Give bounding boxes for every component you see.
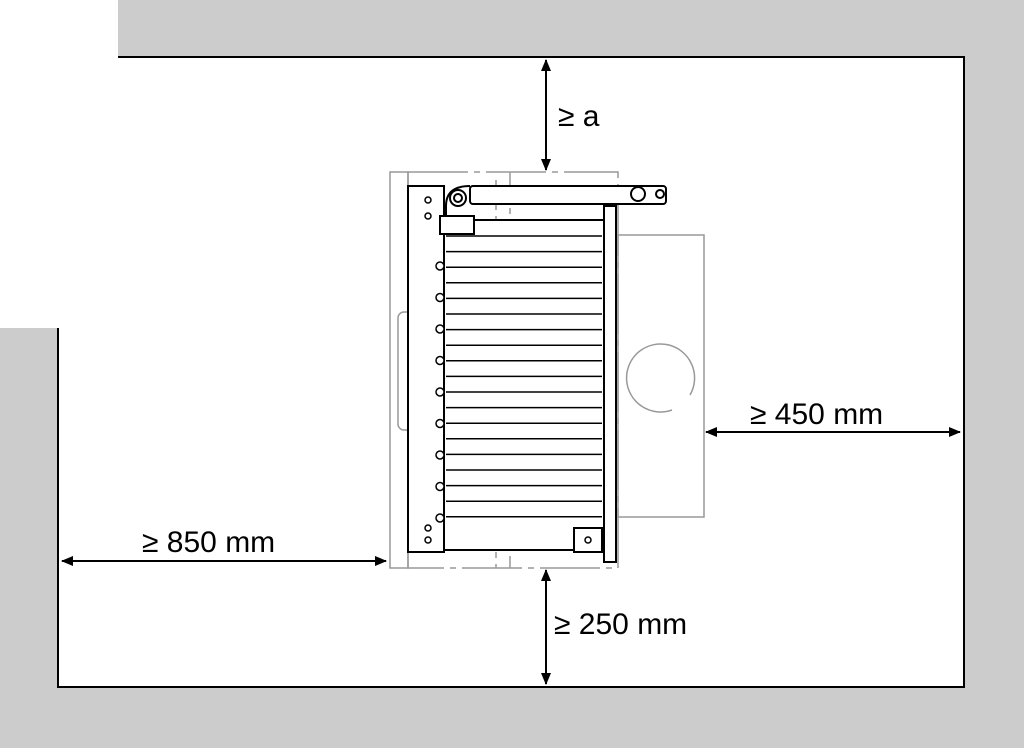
appliance-top-pipe (469, 185, 667, 205)
bolt (424, 212, 432, 220)
clearance-bottom-label: ≥ 250 mm (554, 608, 688, 641)
bolt (424, 196, 432, 204)
clearance-top-label: ≥ a (558, 100, 600, 133)
bolt (424, 524, 432, 532)
appliance-right-panel (603, 205, 617, 563)
bolt (424, 536, 432, 544)
bolt (435, 513, 445, 523)
bolt (435, 387, 445, 397)
ghost-door-frame (389, 171, 409, 569)
appliance-pipe-bend (445, 185, 471, 216)
bolt (435, 292, 445, 303)
bolt (435, 418, 445, 429)
bolt (435, 481, 445, 492)
pipe-fittings (439, 186, 665, 235)
clearance-right-label: ≥ 450 mm (750, 398, 884, 431)
clearance-left-label: ≥ 850 mm (142, 526, 276, 559)
bolt (435, 261, 445, 271)
bolt (435, 355, 445, 366)
appliance-bolts (424, 196, 592, 544)
appliance-coil-frame (443, 219, 605, 551)
bolt (584, 536, 592, 544)
ghost-rear-unit (617, 234, 705, 518)
ghost-drum-circle (625, 343, 696, 413)
dimension-lines (61, 59, 961, 685)
appliance-coil-fins (446, 235, 602, 518)
bolt (435, 324, 445, 334)
appliance-side-panel (407, 185, 445, 553)
wall-outline (57, 56, 965, 688)
bolt (435, 450, 445, 460)
appliance-body (407, 185, 667, 563)
